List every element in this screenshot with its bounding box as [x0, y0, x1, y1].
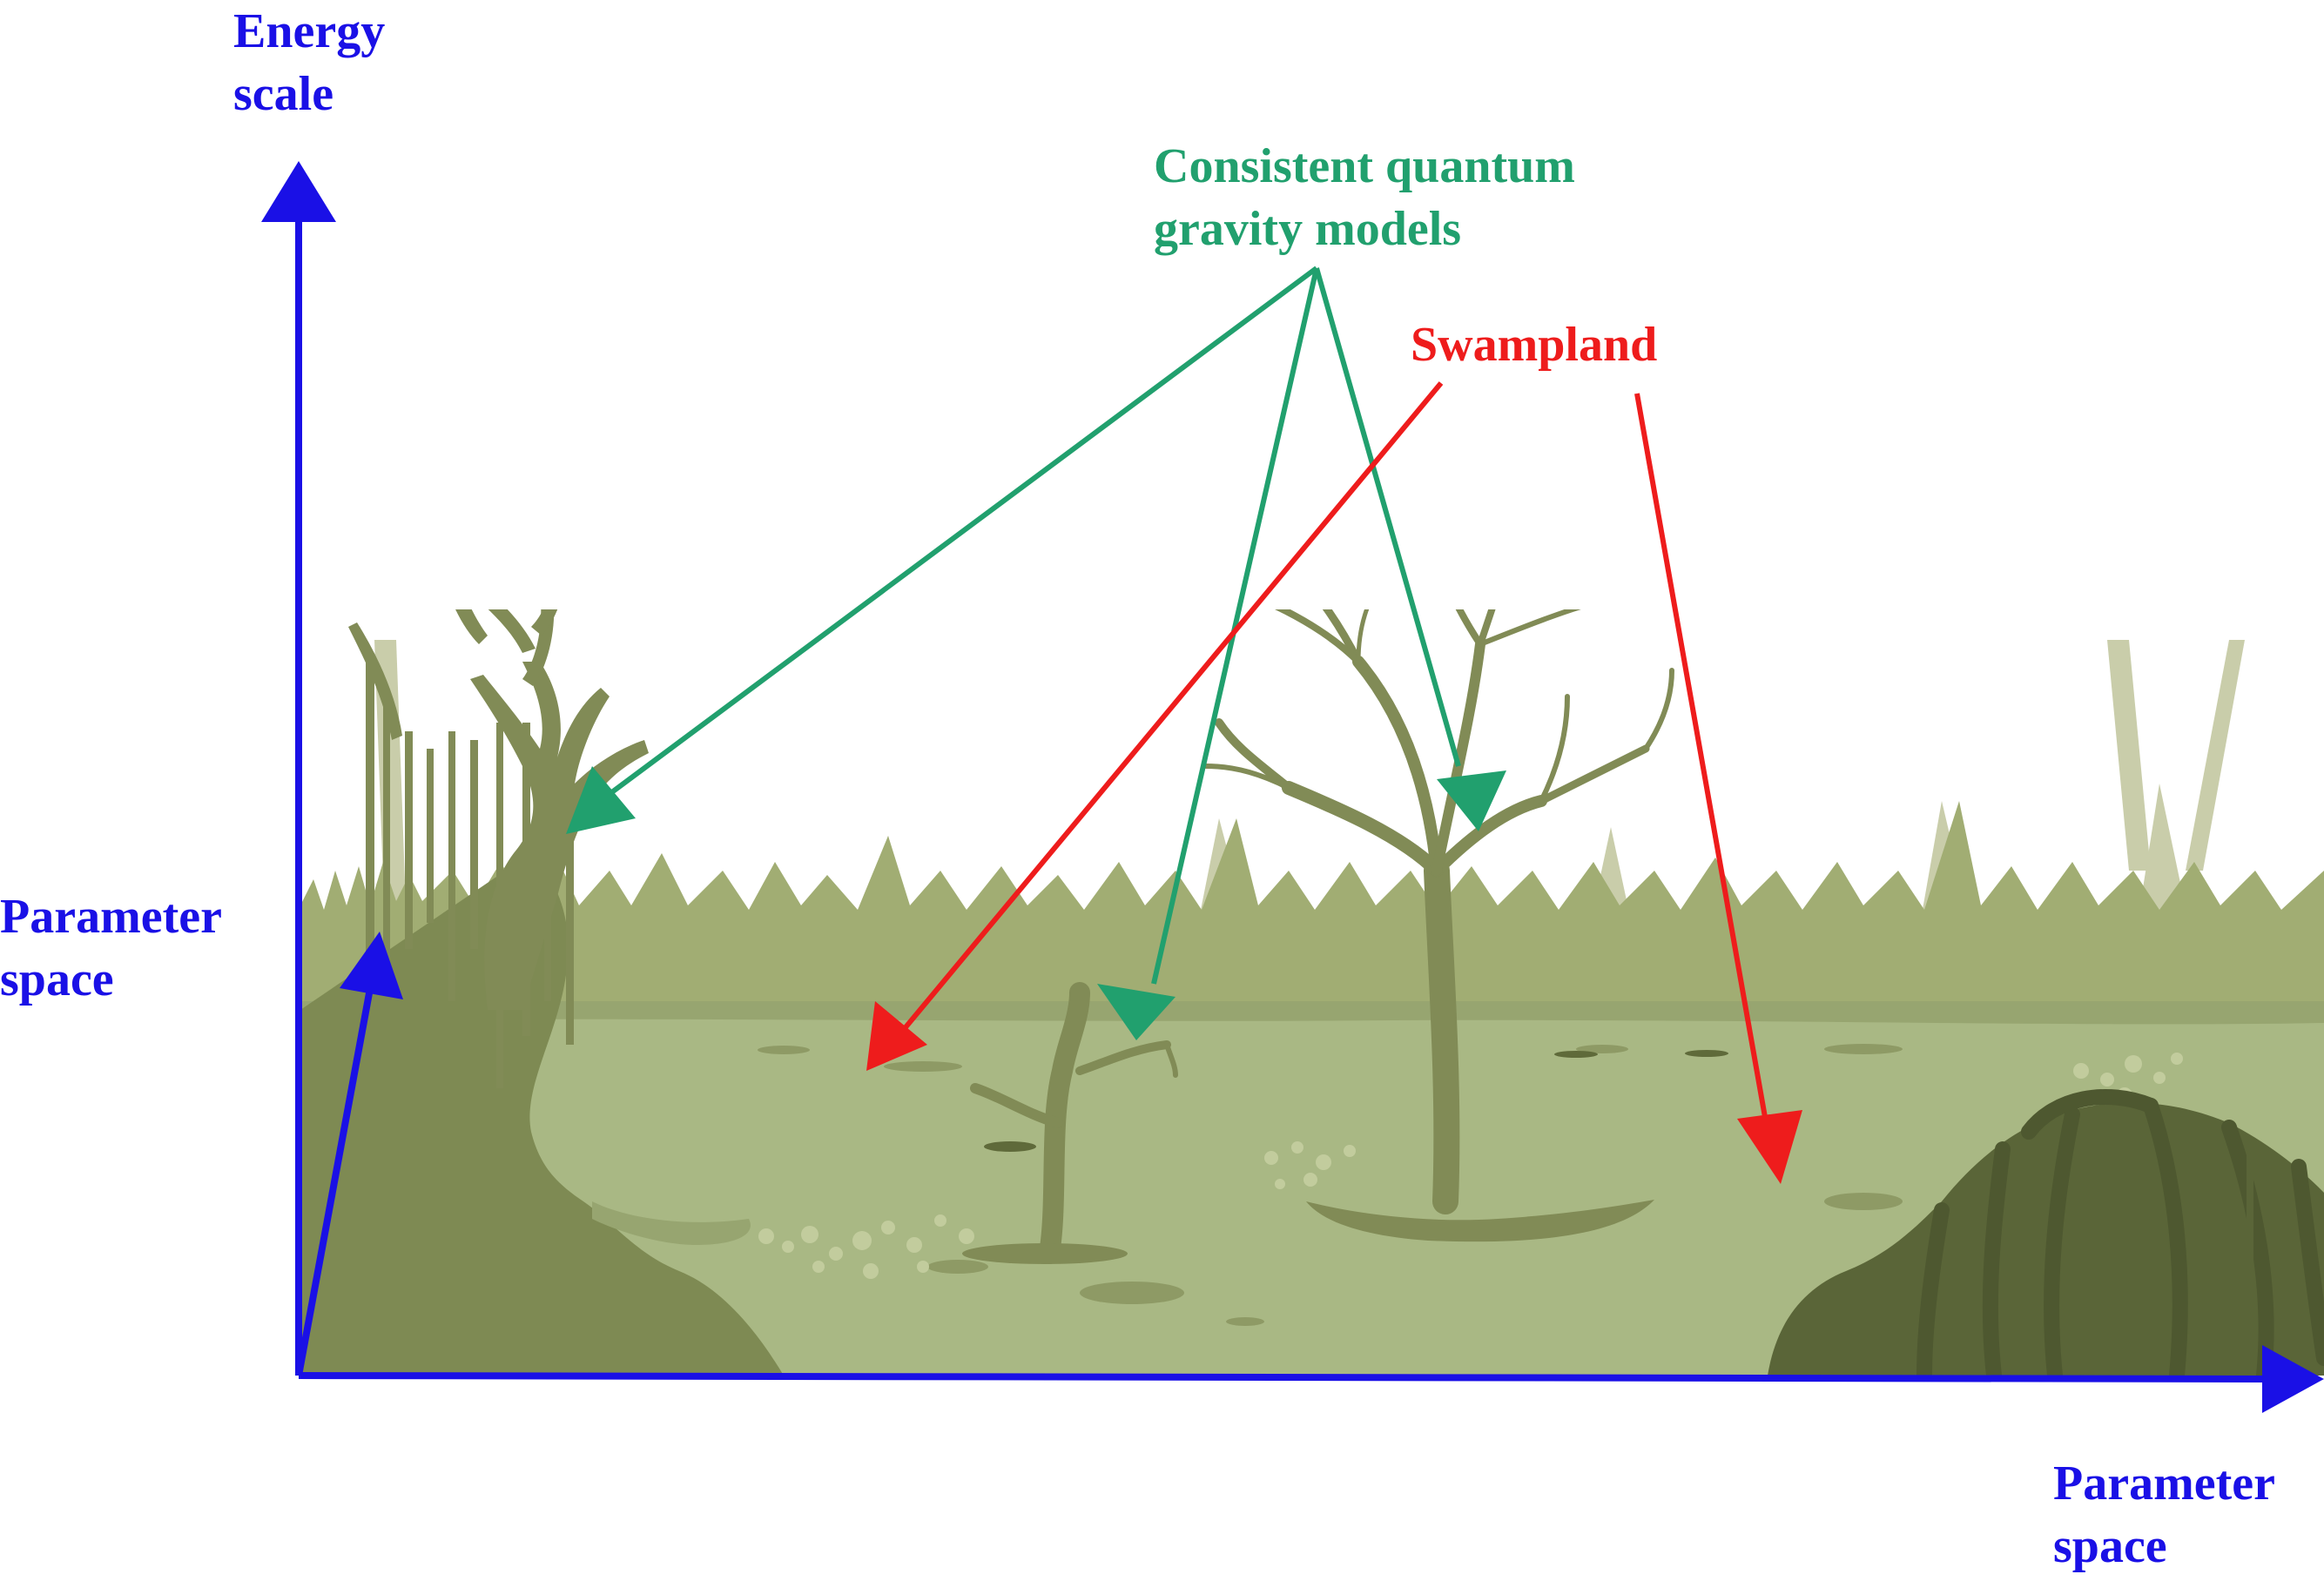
- green-arrowhead-central-tree: [1437, 770, 1506, 831]
- red-arrowhead-water: [866, 1001, 927, 1071]
- grass-band: [300, 801, 2324, 1019]
- back-shore: [300, 1001, 2324, 1025]
- parameter-space-bottom-label: Parameter space: [2053, 1457, 2275, 1573]
- parameter-axis-horizontal: [298, 1372, 2269, 1383]
- parameter-space-left-label: Parameter space: [0, 890, 222, 1006]
- green-arrowhead-stump: [1097, 984, 1175, 1040]
- small-stump: [970, 982, 1178, 1264]
- axes: [261, 161, 2324, 1413]
- parameter-axis-oblique: [295, 983, 374, 1376]
- left-bank-edge: [592, 1201, 751, 1245]
- swamp-illustration: [300, 609, 2324, 1376]
- energy-scale-label: Energy scale: [233, 4, 386, 121]
- dark-puddles: [984, 1050, 1728, 1152]
- stump-shadow: [962, 1243, 1128, 1264]
- red-arrowhead-right: [1737, 1110, 1802, 1184]
- parameter-axis-oblique-arrowhead: [340, 932, 403, 999]
- central-tree: [1203, 609, 1674, 1214]
- parameter-axis-horizontal-arrowhead: [2262, 1345, 2324, 1413]
- left-bank: [300, 853, 784, 1376]
- swampland-label: Swampland: [1411, 318, 1658, 372]
- swamp-water: [300, 1010, 2324, 1376]
- green-arrowhead-left-tree: [566, 766, 636, 834]
- consistent-model-arrows: [566, 266, 1506, 1040]
- right-drips: [1972, 1114, 2253, 1332]
- energy-axis-arrowhead: [261, 161, 336, 222]
- right-mangrove-roots: [1916, 1089, 2324, 1376]
- swampland-arrows: [866, 381, 1802, 1184]
- consistent-models-label: Consistent quantum gravity models: [1154, 139, 1575, 256]
- central-tree-shadow: [1306, 1200, 1654, 1242]
- left-tree: [348, 609, 649, 1088]
